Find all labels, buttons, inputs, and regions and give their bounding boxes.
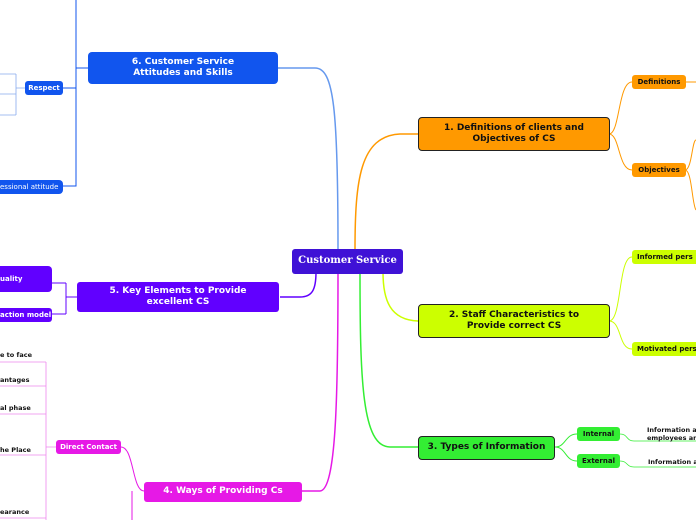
subnode-motivated-person[interactable]: Motivated pers	[632, 342, 696, 356]
leaf-advantages[interactable]: antages	[0, 376, 30, 384]
connector-root-b6	[278, 67, 339, 251]
connector-root-b3	[359, 271, 418, 448]
subnode-objectives-label: Objectives	[638, 165, 680, 174]
subnode-professional-label: essional attitude	[0, 182, 59, 191]
branch-5-label: 5. Key Elements to Provide excellent CS	[109, 285, 247, 307]
connector-b3-external	[554, 446, 578, 462]
connector-b2-motivated	[608, 320, 633, 350]
leaf-external-info[interactable]: Information ab	[648, 458, 696, 466]
connector-external-leaf	[619, 460, 696, 468]
connector-root-b2	[382, 271, 419, 322]
subnode-external-label: External	[582, 456, 615, 465]
connector-root-b1	[354, 133, 418, 251]
subnode-external[interactable]: External	[577, 454, 620, 468]
connector-internal-leaf	[619, 433, 696, 442]
branch-definitions-objectives[interactable]: 1. Definitions of clients and Objectives…	[418, 117, 610, 151]
leaf-phase[interactable]: al phase	[0, 404, 31, 412]
connector-objectives-out	[684, 139, 696, 211]
connector-b5-children	[52, 282, 77, 315]
connector-root-b4	[302, 271, 339, 492]
leaf-the-place[interactable]: he Place	[0, 446, 31, 454]
connector-b2-informed	[608, 256, 633, 322]
connector-b1-objectives	[608, 133, 633, 171]
root-label: Customer Service	[298, 255, 397, 267]
subnode-quality-label: uality	[0, 274, 23, 283]
subnode-internal[interactable]: Internal	[577, 427, 620, 441]
branch-staff-characteristics[interactable]: 2. Staff Characteristics to Provide corr…	[418, 304, 610, 338]
leaf-appearance[interactable]: earance	[0, 508, 30, 516]
subnode-quality[interactable]: uality	[0, 266, 52, 292]
subnode-informed-person[interactable]: Informed pers	[632, 250, 696, 264]
connector-b6-children	[63, 0, 88, 187]
subnode-informed-label: Informed pers	[637, 252, 693, 261]
branch-key-elements[interactable]: 5. Key Elements to Provide excellent CS	[77, 282, 279, 312]
subnode-definitions-label: Definitions	[637, 77, 681, 86]
branch-6-label: 6. Customer Service Attitudes and Skills	[131, 56, 235, 78]
branch-types-of-information[interactable]: 3. Types of Information	[418, 436, 555, 460]
root-node[interactable]: Customer Service	[292, 249, 403, 274]
branch-1-label: 1. Definitions of clients and Objectives…	[444, 122, 584, 144]
subnode-objectives[interactable]: Objectives	[632, 163, 686, 177]
subnode-interaction-label: action model	[0, 310, 52, 319]
branch-3-label: 3. Types of Information	[427, 442, 546, 453]
connector-root-b5	[280, 271, 317, 298]
subnode-respect[interactable]: Respect	[25, 81, 63, 95]
subnode-definitions[interactable]: Definitions	[632, 75, 686, 89]
connector-direct-contact-leaves	[0, 361, 56, 520]
subnode-motivated-label: Motivated pers	[637, 344, 696, 353]
branch-4-label: 4. Ways of Providing Cs	[163, 486, 283, 497]
subnode-internal-label: Internal	[582, 429, 615, 438]
subnode-direct-contact-label: Direct Contact	[60, 442, 117, 451]
leaf-face-to-face[interactable]: e to face	[0, 351, 32, 359]
branch-2-label: 2. Staff Characteristics to Provide corr…	[448, 309, 579, 331]
connector-b1-definitions	[608, 81, 633, 135]
subnode-direct-contact[interactable]: Direct Contact	[56, 440, 121, 454]
connector-b3-internal	[554, 433, 578, 448]
subnode-professional-attitude[interactable]: essional attitude	[0, 180, 63, 194]
connector-b4-direct-contact	[120, 446, 145, 492]
branch-ways-of-providing[interactable]: 4. Ways of Providing Cs	[144, 482, 302, 502]
branch-attitudes-skills[interactable]: 6. Customer Service Attitudes and Skills	[88, 52, 278, 84]
leaf-internal-info-2[interactable]: employees and	[647, 434, 696, 442]
connector-respect-leaves	[0, 73, 25, 116]
subnode-respect-label: Respect	[28, 83, 60, 92]
subnode-interaction-model[interactable]: action model	[0, 308, 52, 322]
leaf-internal-info-1[interactable]: Information ab	[647, 426, 696, 434]
